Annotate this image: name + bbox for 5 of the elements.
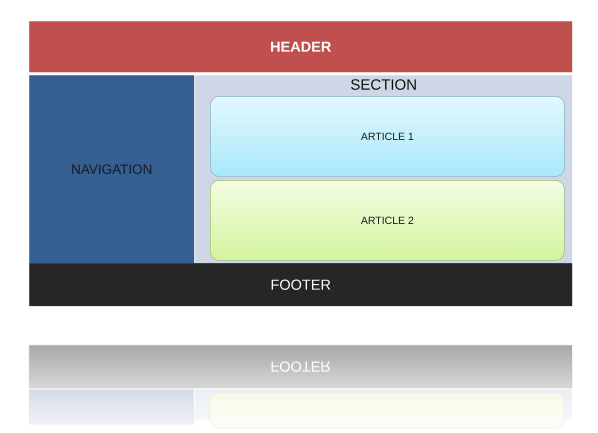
navigation-panel: NAVIGATION [29, 75, 194, 264]
article-box: ARTICLE 1 [210, 96, 565, 177]
footer-bar: FOOTER [29, 263, 572, 306]
article-box: ARTICLE 2 [210, 180, 565, 261]
header-bar: HEADER [29, 21, 572, 72]
